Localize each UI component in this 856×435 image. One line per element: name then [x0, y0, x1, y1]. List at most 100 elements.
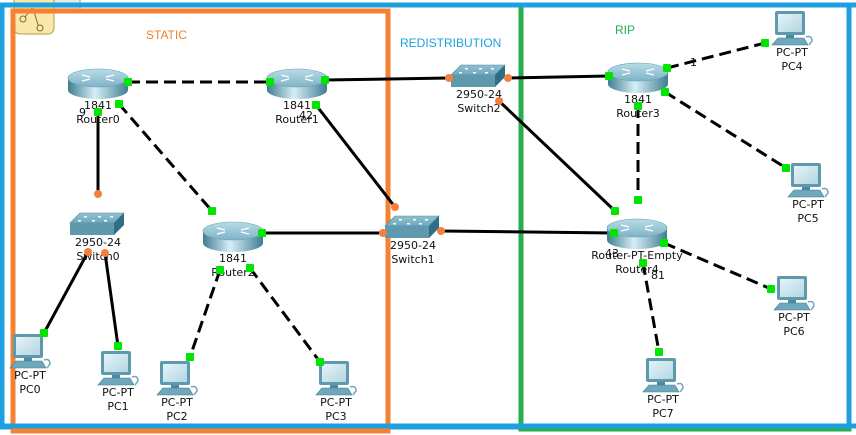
- link-router3-pc5[interactable]: [664, 90, 787, 170]
- port-status-router0: [94, 108, 102, 116]
- router-top: [266, 68, 328, 88]
- device-name-label: Switch2: [457, 102, 500, 115]
- pc-screen: [322, 364, 346, 382]
- link-router1-switch1[interactable]: [314, 104, 397, 208]
- port-status-router0: [115, 100, 123, 108]
- switch-icon[interactable]: [450, 64, 506, 87]
- link-switch0-pc1[interactable]: [103, 252, 120, 347]
- pc-icon[interactable]: [787, 163, 829, 198]
- device-name-label: PC1: [107, 400, 128, 413]
- link-router0-router2[interactable]: [117, 103, 214, 212]
- pc-keyboard: [771, 37, 809, 46]
- port-status-router3: [605, 72, 613, 80]
- link-router3-pc4[interactable]: [666, 41, 766, 70]
- link-line[interactable]: [663, 241, 772, 291]
- switch-front: [385, 226, 429, 238]
- pc-stand: [171, 385, 179, 388]
- link-router4-pc6[interactable]: [663, 241, 772, 291]
- link-switch2-router3[interactable]: [507, 74, 610, 80]
- port-status-router3: [663, 64, 671, 72]
- router-icon[interactable]: [266, 68, 328, 99]
- router-icon[interactable]: [67, 68, 129, 99]
- link-line[interactable]: [248, 267, 322, 363]
- pc-icon[interactable]: [773, 276, 815, 311]
- link-switch0-pc0[interactable]: [42, 251, 90, 334]
- link-line[interactable]: [664, 90, 787, 170]
- link-line[interactable]: [440, 229, 615, 235]
- link-router1-switch2[interactable]: [324, 76, 450, 82]
- device-model-label: PC-PT: [161, 396, 193, 409]
- pc-icon[interactable]: [9, 334, 51, 369]
- port-status-switch1: [437, 227, 445, 235]
- link-line[interactable]: [117, 103, 214, 212]
- zone-label-redistribution: REDISTRIBUTION: [400, 36, 501, 50]
- interface-annotation: 81: [651, 269, 665, 282]
- port-status-switch0: [101, 249, 109, 257]
- router-icon[interactable]: [607, 62, 669, 93]
- link-line[interactable]: [42, 251, 90, 334]
- zone-label-static: STATIC: [146, 28, 187, 42]
- device-name-label: PC6: [783, 325, 804, 338]
- link-line[interactable]: [666, 41, 766, 70]
- link-router4-pc7[interactable]: [641, 262, 661, 353]
- port-status-router1: [312, 101, 320, 109]
- link-line[interactable]: [507, 74, 610, 80]
- port-status-switch0: [84, 248, 92, 256]
- link-switch2-router4[interactable]: [497, 99, 617, 213]
- router-icon[interactable]: [202, 221, 264, 252]
- switch-icon[interactable]: [384, 215, 440, 238]
- pc-icon[interactable]: [97, 351, 139, 386]
- port-status-router4: [639, 259, 647, 267]
- link-router2-pc3[interactable]: [248, 267, 322, 363]
- link-line[interactable]: [314, 104, 397, 208]
- interface-annotation: 43: [605, 247, 619, 260]
- pc-stand: [786, 35, 794, 38]
- router-icon[interactable]: [606, 218, 668, 249]
- pc-mouse-cable: [43, 358, 51, 369]
- port-status-pc6: [767, 285, 775, 293]
- pc-stand: [788, 300, 796, 303]
- link-router2-pc2[interactable]: [188, 269, 222, 358]
- link-line[interactable]: [324, 76, 450, 82]
- link-line[interactable]: [103, 252, 120, 347]
- port-status-pc0: [40, 329, 48, 337]
- link-switch1-router4[interactable]: [440, 229, 615, 235]
- pc-icon[interactable]: [315, 361, 357, 396]
- pc-screen: [794, 166, 818, 184]
- link-line[interactable]: [641, 262, 661, 353]
- switch-icon[interactable]: [69, 212, 125, 235]
- link-line[interactable]: [497, 99, 617, 213]
- port-status-switch0: [94, 190, 102, 198]
- device-name-label: PC5: [797, 212, 818, 225]
- router-top: [67, 68, 129, 88]
- zone-label-rip: RIP: [615, 23, 635, 37]
- switch-side: [429, 216, 439, 238]
- links-layer: [42, 41, 787, 363]
- link-line[interactable]: [188, 269, 222, 358]
- pc-icon[interactable]: [771, 11, 813, 46]
- pc-screen: [163, 364, 187, 382]
- zone-static-border: [10, 8, 391, 434]
- pc-icon[interactable]: [642, 358, 684, 393]
- device-name-label: PC7: [652, 407, 673, 420]
- port-status-router2: [258, 229, 266, 237]
- pc-icon[interactable]: [156, 361, 198, 396]
